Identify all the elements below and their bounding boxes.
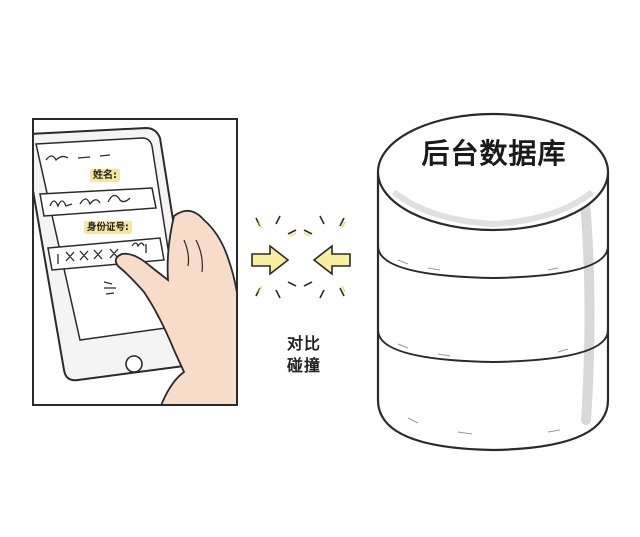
compare-caption-line2: 碰撞 (286, 356, 321, 375)
database-top (376, 112, 610, 232)
left-spark-highlights (258, 221, 297, 293)
id-number-label: 身份证号: (84, 221, 132, 234)
compare-arrows-graphic (251, 215, 351, 299)
database-texture (397, 259, 569, 435)
header-scribble (45, 154, 111, 162)
database-body (376, 172, 610, 452)
compare-caption-line1: 对比 (286, 334, 321, 353)
database-top-shade (392, 189, 594, 228)
compare-collide-caption: 对比 碰撞 (274, 333, 334, 377)
handwritten-id-number (57, 242, 147, 264)
right-spark-highlights (303, 221, 346, 293)
database-title: 后台数据库 (421, 137, 567, 170)
database-band-lower (377, 329, 609, 364)
left-arrow-icon (312, 244, 351, 276)
name-field (39, 187, 157, 217)
phone-illustration-panel: 姓名: 身份证号: (32, 118, 238, 406)
database-band-upper (377, 245, 609, 280)
database-shading (579, 185, 595, 425)
finger-lines (183, 239, 203, 273)
home-button-icon (125, 355, 143, 373)
hand-drawing (114, 210, 236, 404)
small-text-scribble (103, 281, 116, 295)
left-spark-lines (255, 215, 297, 299)
phone-hand-drawing (34, 126, 236, 404)
database-cylinder-icon (376, 112, 610, 452)
handwritten-name (49, 194, 131, 208)
right-arrow-icon (251, 244, 290, 276)
right-spark-lines (303, 215, 345, 299)
name-label: 姓名: (90, 169, 120, 182)
